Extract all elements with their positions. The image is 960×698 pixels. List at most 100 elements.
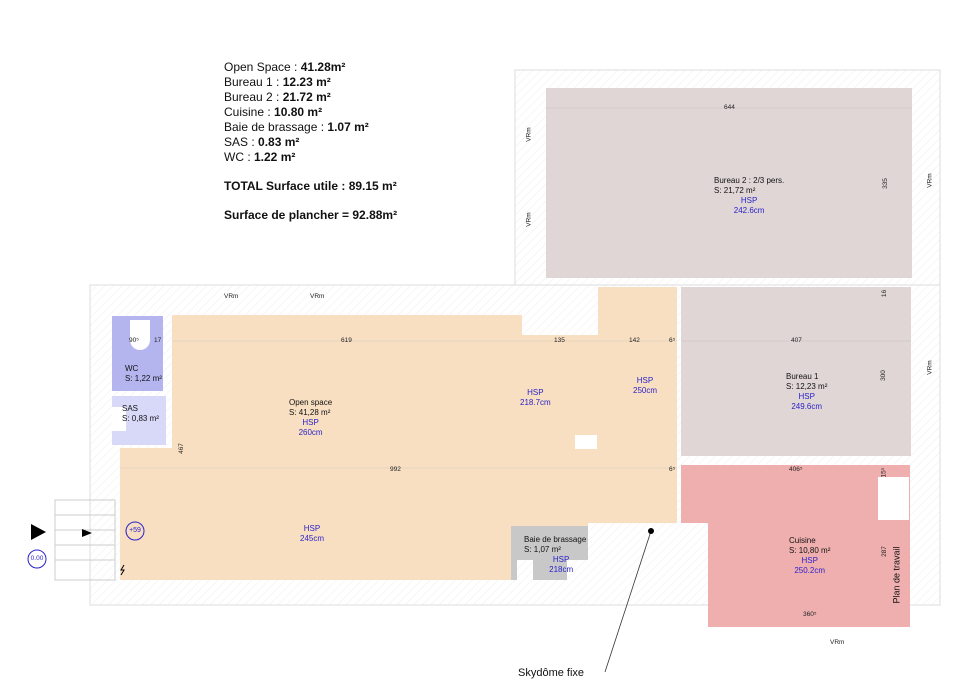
room-bureau1 (681, 287, 911, 456)
summary-line: SAS : 0.83 m² (224, 135, 397, 150)
hsp-label: HSP (801, 556, 818, 565)
skydome-point (648, 528, 654, 534)
summary-value: 1.07 m² (327, 120, 369, 134)
window-vrm: VRm (926, 173, 934, 188)
hsp-value: 260cm (298, 428, 323, 437)
room-name: Baie de brassage (524, 535, 587, 544)
dimension: 992 (390, 466, 401, 473)
room-area: S: 10,80 m² (789, 546, 831, 555)
summary-line: Baie de brassage : 1.07 m² (224, 120, 397, 135)
room-area: S: 1,22 m² (125, 374, 162, 383)
sas-door (112, 407, 126, 431)
summary-line: Bureau 2 : 21.72 m² (224, 90, 397, 105)
hsp-label: HSP (302, 418, 319, 427)
room-name: Bureau 2 : 2/3 pers. (714, 176, 785, 185)
dimension: 407 (791, 337, 802, 344)
dimension: 135 (554, 337, 565, 344)
electric-icon (120, 564, 125, 576)
summary-line: WC : 1.22 m² (224, 150, 397, 165)
level-0-text: 0.00 (30, 555, 44, 562)
dimension: 406⁵ (789, 466, 803, 473)
toilet-icon (130, 320, 150, 350)
summary-value: 12.23 m² (282, 75, 331, 89)
dimension: 335 (881, 178, 889, 189)
summary-label: WC : (224, 150, 254, 164)
dimension: 17 (154, 337, 162, 344)
level-marker-59 (125, 521, 145, 541)
room-name: WC (125, 364, 139, 373)
window-vrm: VRm (830, 639, 845, 646)
label-plan-de-travail: Plan de travail (891, 546, 902, 604)
room-bureau2 (546, 88, 912, 278)
window-vrm: VRm (525, 212, 533, 227)
dimension: 6⁵ (669, 466, 676, 473)
pillar (575, 435, 597, 449)
summary-label: Baie de brassage : (224, 120, 328, 134)
room-name: Open space (289, 398, 333, 407)
sink-counter (878, 477, 909, 520)
hsp-label: HSP (798, 392, 815, 401)
entry-arrow-icon (31, 524, 46, 540)
summary-line: Open Space : 41.28m² (224, 60, 397, 75)
hsp-value: 218cm (549, 565, 574, 574)
hsp-value: 250.2cm (794, 566, 826, 575)
label-skydome: Skydôme fixe (518, 667, 585, 679)
summary-value: 10.80 m² (274, 105, 323, 119)
summary-line: Bureau 1 : 12.23 m² (224, 75, 397, 90)
window-vrm: VRm (926, 360, 934, 375)
summary-label: Cuisine : (224, 105, 275, 119)
room-cuisine (681, 465, 910, 627)
room-area: S: 0,83 m² (122, 414, 159, 423)
room-area: S: 12,23 m² (786, 382, 828, 391)
total-surface: TOTAL Surface utile : 89.15 m² (224, 179, 397, 193)
dimension: 15⁵ (880, 467, 888, 478)
dimension: 287 (880, 546, 888, 557)
dimension: 644 (724, 104, 735, 111)
hsp-value: 249.6cm (791, 402, 823, 411)
window-vrm: VRm (525, 127, 533, 142)
room-area: S: 41,28 m² (289, 408, 331, 417)
dimension: 16 (881, 289, 889, 298)
dimension: 142 (629, 337, 640, 344)
room-area: S: 1,07 m² (524, 545, 561, 554)
level-marker-0 (27, 549, 47, 569)
surface-plancher: Surface de plancher = 92.88m² (224, 208, 398, 222)
summary-label: Bureau 1 : (224, 75, 283, 89)
hsp-label: HSP (527, 388, 544, 397)
stairs-arrow-icon (82, 529, 92, 537)
hsp-label: HSP (552, 555, 570, 564)
hsp-value: 245cm (300, 534, 325, 543)
room-open-space (120, 287, 677, 580)
dimension: 360⁵ (803, 611, 817, 618)
dimension: 90⁵ (129, 337, 139, 344)
room-area: S: 21,72 m² (714, 186, 756, 195)
summary-label: SAS : (224, 135, 259, 149)
summary-label: Bureau 2 : (224, 90, 283, 104)
summary-value: 0.83 m² (258, 135, 300, 149)
hsp-value: 250cm (633, 386, 658, 395)
summary-value: 41.28m² (300, 60, 346, 74)
skydome-leader (604, 530, 652, 673)
surface-summary: Open Space : 41.28m² Bureau 1 : 12.23 m²… (224, 60, 397, 223)
hsp-label: HSP (303, 524, 321, 533)
dimension: 6⁵ (669, 337, 676, 344)
dimension: 467 (177, 443, 185, 454)
summary-label: Open Space : (224, 60, 301, 74)
dimension: 300 (879, 370, 887, 381)
room-baie (511, 526, 588, 580)
room-name: Cuisine (789, 536, 816, 545)
dimension: 619 (341, 337, 352, 344)
room-name: Bureau 1 (786, 372, 819, 381)
summary-value: 1.22 m² (254, 150, 296, 164)
